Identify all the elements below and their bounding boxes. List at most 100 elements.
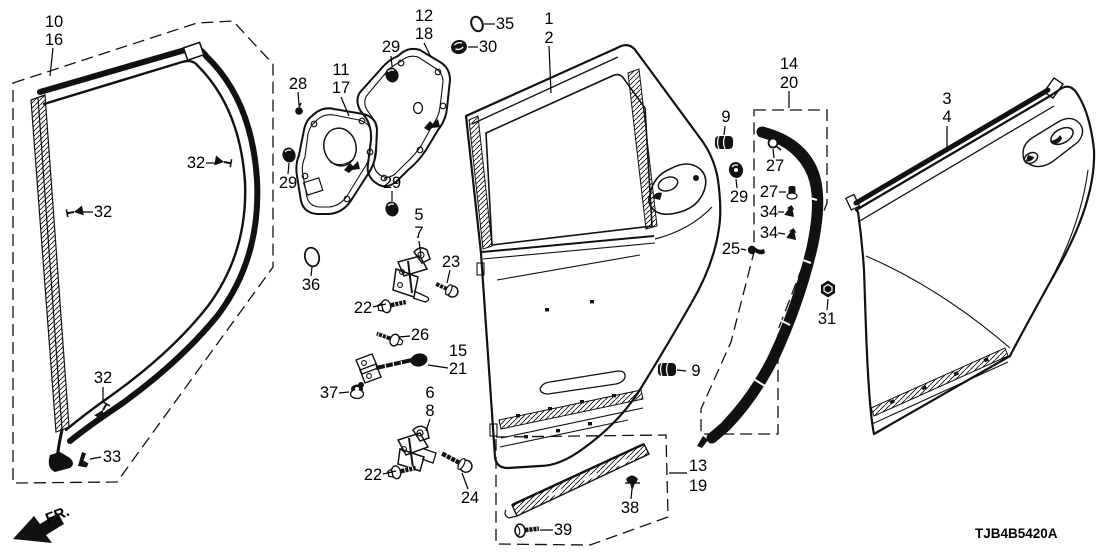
leader-line: [735, 178, 738, 189]
leader-line: [423, 42, 432, 58]
callout-20: 20: [780, 74, 798, 92]
lock-hole: [693, 175, 699, 181]
callout-30: 30: [479, 38, 497, 56]
nut-37: [349, 384, 365, 400]
callout-39: 39: [554, 521, 572, 539]
callout-29: 29: [382, 38, 400, 56]
plate-tab: [302, 177, 324, 196]
fr-arrow-icon: [13, 513, 64, 543]
bounding-box-14-20: [700, 109, 828, 435]
skin-top-sash: [853, 87, 1051, 206]
leader-line: [372, 303, 387, 308]
callout-5: 5: [414, 206, 423, 224]
callout-29: 29: [730, 188, 748, 206]
lower-hinge: [396, 425, 437, 472]
plate-arrow-mark: [424, 119, 440, 131]
oring-35: [470, 15, 484, 33]
callout-19: 19: [689, 477, 707, 495]
callout-7: 7: [414, 224, 423, 242]
callout-2: 2: [544, 29, 553, 47]
front-channel: [468, 115, 493, 250]
callout-32: 32: [187, 154, 205, 172]
clip-38: [625, 475, 640, 491]
callout-36: 36: [302, 276, 320, 294]
leader-line: [418, 240, 422, 257]
quarter-sash-garnish: [706, 126, 824, 444]
grommet-29: [385, 67, 399, 83]
leader-line: [310, 266, 313, 277]
bounding-box-13-19: [495, 434, 669, 546]
callout-4: 4: [942, 108, 951, 126]
callout-25: 25: [722, 240, 740, 258]
screw-39: [514, 523, 540, 538]
callout-27: 27: [760, 183, 778, 201]
weatherstrip-assembly: [12, 20, 274, 484]
leader-line: [826, 298, 829, 311]
leader-line: [398, 335, 411, 338]
leader-line: [630, 488, 633, 500]
quarter-sash-assembly: [697, 109, 828, 448]
callout-14: 14: [780, 55, 798, 73]
bolt-26: [376, 331, 404, 347]
callout-28: 28: [289, 75, 307, 93]
clip-28: [295, 102, 303, 115]
grommet-30: [451, 39, 467, 55]
leader-line: [740, 248, 747, 251]
callout-32: 32: [94, 369, 112, 387]
callout-26: 26: [411, 326, 429, 344]
callout-3: 3: [942, 90, 951, 108]
callout-22: 22: [364, 466, 382, 484]
callout-8: 8: [425, 402, 434, 420]
bolt-22: [387, 465, 417, 480]
callout-22: 22: [354, 299, 372, 317]
weatherstrip-corner-joint: [182, 41, 205, 62]
callout-31: 31: [818, 310, 836, 328]
checker-stopper: [410, 353, 428, 367]
rear-door-panel: [464, 44, 722, 470]
callout-21: 21: [449, 360, 467, 378]
callout-15: 15: [449, 342, 467, 360]
hole-seal-plate-large: [356, 47, 452, 188]
leader-line: [772, 148, 775, 159]
clip-25: [747, 245, 765, 255]
window-opening: [485, 73, 653, 246]
rear-channel: [627, 68, 658, 230]
weatherstrip-end-foot: [48, 452, 73, 472]
clip-33: [78, 452, 89, 468]
grommet-29: [282, 147, 296, 163]
callout-16: 16: [45, 31, 63, 49]
bolt-22: [377, 299, 407, 314]
outer-door-skin: [844, 77, 1096, 436]
callout-6: 6: [425, 384, 434, 402]
callout-23: 23: [442, 253, 460, 271]
callout-33: 33: [103, 448, 121, 466]
bolt-24: [441, 451, 473, 473]
callout-29: 29: [279, 174, 297, 192]
sill-slots: [548, 457, 631, 498]
leader-line: [427, 364, 449, 369]
callout-layer: 1016323232332829111729121835302912573623…: [45, 7, 952, 539]
leader-line: [382, 470, 397, 475]
weatherstrip-inner: [42, 59, 247, 432]
sash-end-prong: [697, 436, 708, 448]
plug-9: [715, 135, 733, 150]
leader-line: [340, 96, 350, 117]
hole-seal-plate-small: [295, 107, 379, 215]
callout-34: 34: [760, 224, 778, 242]
clip-34: [786, 228, 797, 240]
leader-line: [723, 125, 726, 136]
callout-32: 32: [94, 203, 112, 221]
door-sill-band: [498, 389, 644, 430]
pocket-opening: [539, 370, 626, 395]
clip-27: [767, 137, 782, 151]
leader-line: [338, 391, 350, 394]
callout-12: 12: [415, 7, 433, 25]
callout-18: 18: [415, 25, 433, 43]
leader-line: [297, 91, 300, 106]
callout-38: 38: [621, 499, 639, 517]
clip-32: [94, 401, 111, 421]
callout-17: 17: [332, 79, 350, 97]
clip-27: [786, 186, 798, 200]
door-handle-cutout: [648, 163, 707, 216]
